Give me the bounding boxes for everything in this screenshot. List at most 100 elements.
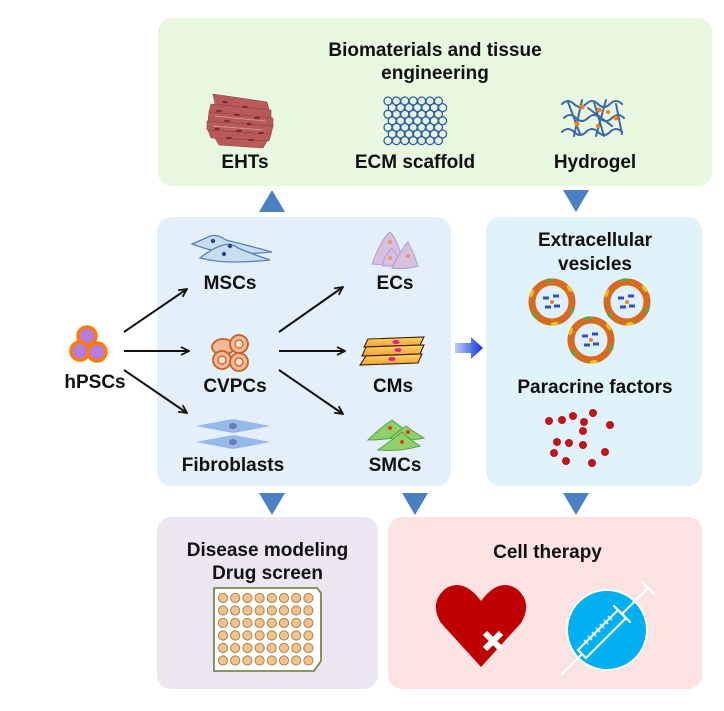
plate-well — [254, 605, 265, 616]
disease-modeling-title-line2: Drug screen — [212, 563, 323, 584]
plate-well — [303, 630, 314, 641]
scaffold-pore — [433, 135, 444, 146]
plate-well — [230, 617, 241, 629]
plate-well — [217, 655, 229, 666]
plate-well — [217, 642, 229, 654]
plate-well — [242, 605, 253, 616]
scaffold-pore — [437, 116, 448, 126]
plate-well — [291, 605, 302, 616]
fibroblast-cell-icon — [196, 419, 270, 449]
plate-well — [278, 617, 290, 629]
plate-well — [291, 630, 302, 641]
well-plate-icon — [213, 587, 322, 672]
arrow-up-cells-to-biomaterials — [259, 190, 285, 212]
cvpcs-label: CVPCs — [203, 376, 267, 397]
plate-well — [254, 655, 265, 666]
ecm-scaffold-icon — [383, 96, 448, 146]
plate-well — [242, 642, 253, 654]
plate-well — [230, 642, 241, 654]
mscs-label: MSCs — [203, 273, 257, 294]
plate-well — [242, 617, 253, 629]
plate-well — [266, 592, 277, 604]
plate-well — [230, 630, 241, 641]
cardiomyocyte-icon — [358, 336, 425, 366]
plate-well — [291, 617, 302, 629]
plate-well — [303, 617, 314, 629]
plate-well — [230, 655, 241, 666]
smcs-label: SMCs — [368, 455, 422, 476]
extracellular-vesicles-title-line2: vesicles — [558, 254, 632, 275]
syringe-icon — [560, 580, 656, 676]
plate-well — [254, 630, 265, 641]
plate-well — [266, 605, 277, 616]
extracellular-vesicles-icon — [528, 278, 651, 364]
vesicle — [567, 316, 615, 364]
arrow-down-cells-to-therapy — [402, 493, 428, 515]
vesicle — [603, 278, 651, 326]
scaffold-pore — [433, 109, 444, 119]
plate-well — [291, 655, 302, 666]
plate-well — [303, 592, 314, 604]
plate-well — [278, 592, 290, 604]
arrow-down-biomaterials-to-secretome — [563, 190, 589, 212]
plate-well — [217, 592, 229, 604]
plate-well — [254, 642, 265, 654]
plate-well — [278, 605, 290, 616]
cms-label: CMs — [372, 376, 414, 397]
engineered-heart-tissue-icon — [206, 93, 274, 149]
scaffold-pore — [437, 102, 448, 113]
plate-well — [254, 592, 265, 604]
fibroblasts-label: Fibroblasts — [181, 455, 285, 476]
plate-well — [278, 642, 290, 654]
msc-cell-icon — [190, 234, 273, 263]
scaffold-pore — [433, 96, 444, 106]
paracrine-factors-icon — [545, 409, 614, 467]
paracrine-factors-title: Paracrine factors — [517, 377, 673, 398]
plate-well — [230, 605, 241, 616]
plate-well — [266, 642, 277, 654]
ecm-scaffold-label: ECM scaffold — [354, 152, 476, 173]
disease-modeling-title-line1: Disease modeling — [186, 540, 349, 561]
hpscs-label: hPSCs — [64, 372, 126, 393]
vesicle — [528, 278, 576, 326]
endothelial-cell-icon — [371, 231, 419, 270]
plate-well — [278, 630, 290, 641]
biomaterials-title-line1: Biomaterials and tissue — [328, 40, 542, 61]
arrow-cvpc-to-ec — [278, 287, 343, 333]
arrow-down-cells-to-disease — [259, 493, 285, 515]
plate-well — [217, 617, 229, 629]
scaffold-pore — [437, 129, 448, 139]
scaffold-pore — [433, 122, 444, 133]
ecs-label: ECs — [376, 273, 414, 294]
plate-well — [217, 605, 229, 616]
plate-well — [291, 642, 302, 654]
plate-well — [254, 617, 265, 629]
hpsc-cluster-icon — [69, 325, 108, 363]
plate-well — [303, 655, 314, 666]
cell-therapy-title: Cell therapy — [493, 542, 602, 563]
plate-well — [266, 630, 277, 641]
hydrogel-label: Hydrogel — [553, 152, 637, 173]
arrow-hpsc-to-fibroblast — [123, 369, 187, 413]
plate-well — [242, 592, 253, 604]
ehts-label: EHTs — [221, 152, 269, 173]
hydrogel-icon — [561, 99, 625, 137]
arrow-down-secretome-to-therapy — [563, 493, 589, 515]
arrow-cvpc-to-smc — [278, 369, 343, 414]
plate-well — [217, 630, 229, 641]
plate-well — [291, 592, 302, 604]
extracellular-vesicles-title-line1: Extracellular — [537, 230, 653, 251]
arrow-hpsc-to-msc — [123, 289, 187, 333]
smooth-muscle-cell-icon — [366, 419, 426, 451]
arrow-right-cells-to-secretome — [455, 337, 483, 359]
plate-well — [266, 655, 277, 666]
plate-well — [266, 617, 277, 629]
plate-well — [303, 642, 314, 654]
biomaterials-title-line2: engineering — [381, 63, 489, 84]
plate-well — [278, 655, 290, 666]
plate-well — [230, 592, 241, 604]
plate-well — [303, 605, 314, 616]
plate-well — [242, 630, 253, 641]
plate-well — [242, 655, 253, 666]
